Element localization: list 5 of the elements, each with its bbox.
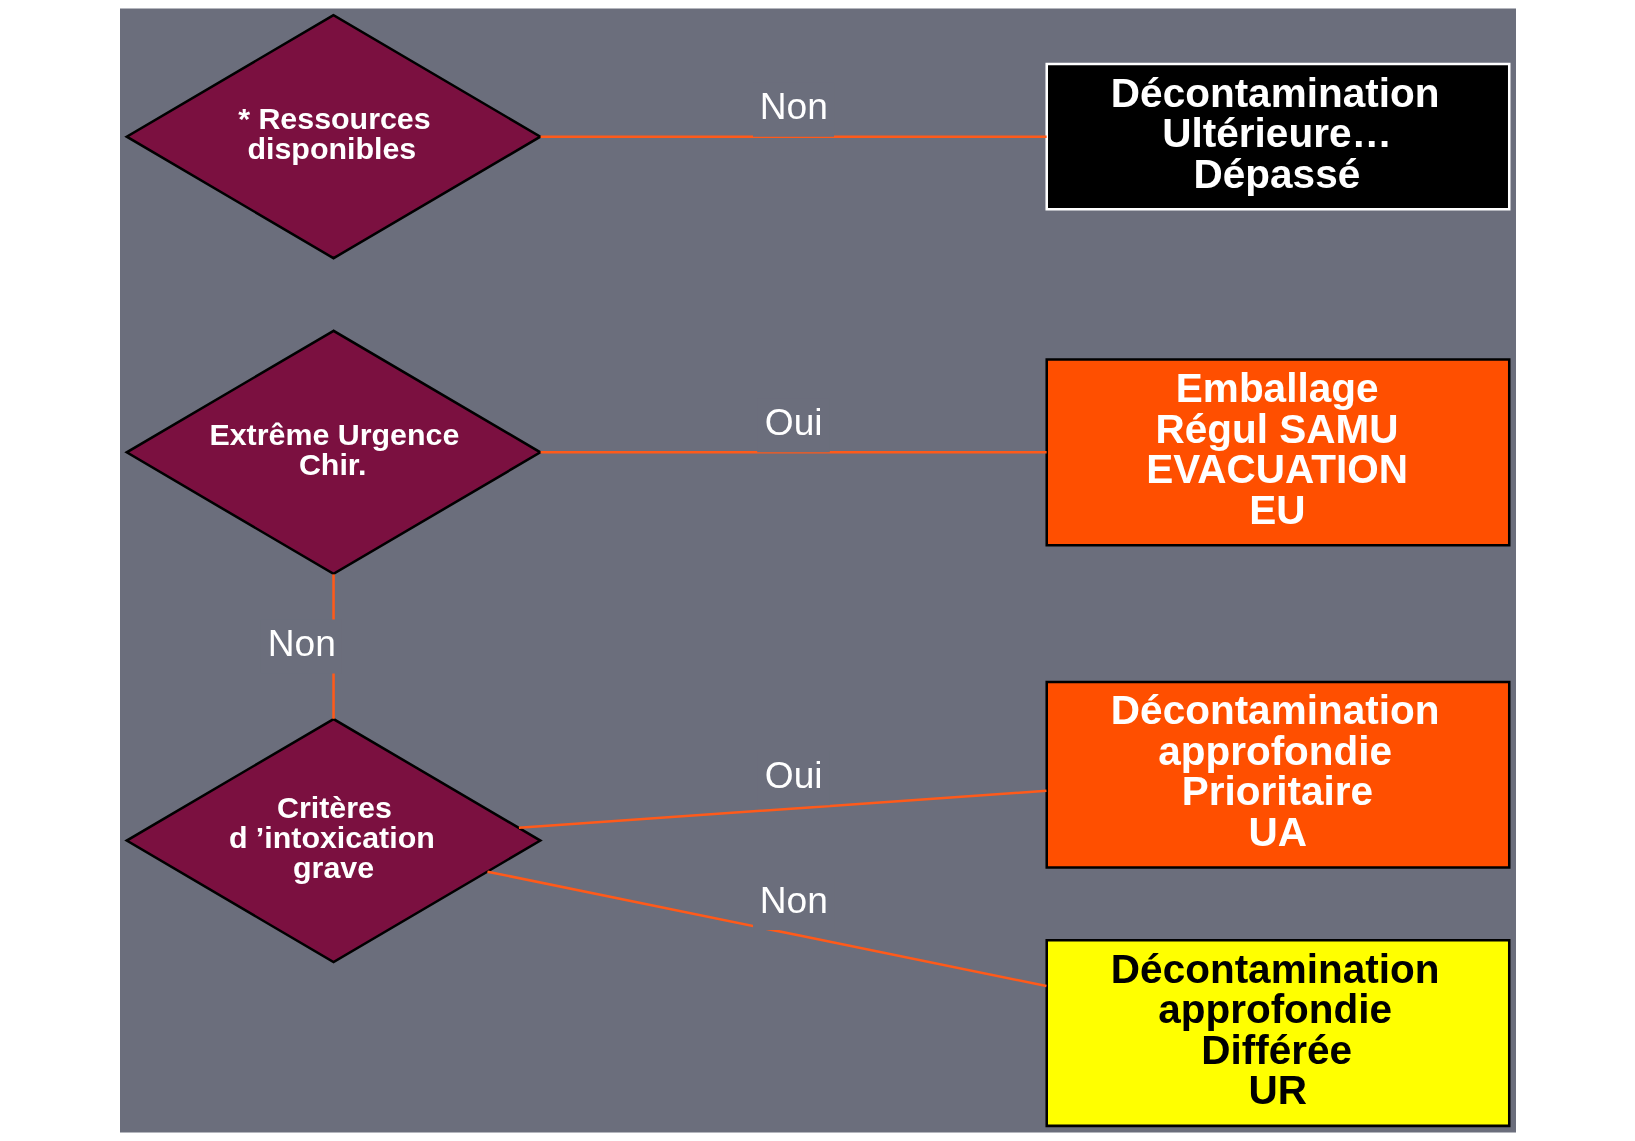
edge-label: Non xyxy=(267,621,336,664)
edge-label: Oui xyxy=(764,753,823,796)
edge-label: Oui xyxy=(764,400,823,443)
edge-label: Non xyxy=(759,878,828,921)
edge-label: Non xyxy=(759,85,828,128)
